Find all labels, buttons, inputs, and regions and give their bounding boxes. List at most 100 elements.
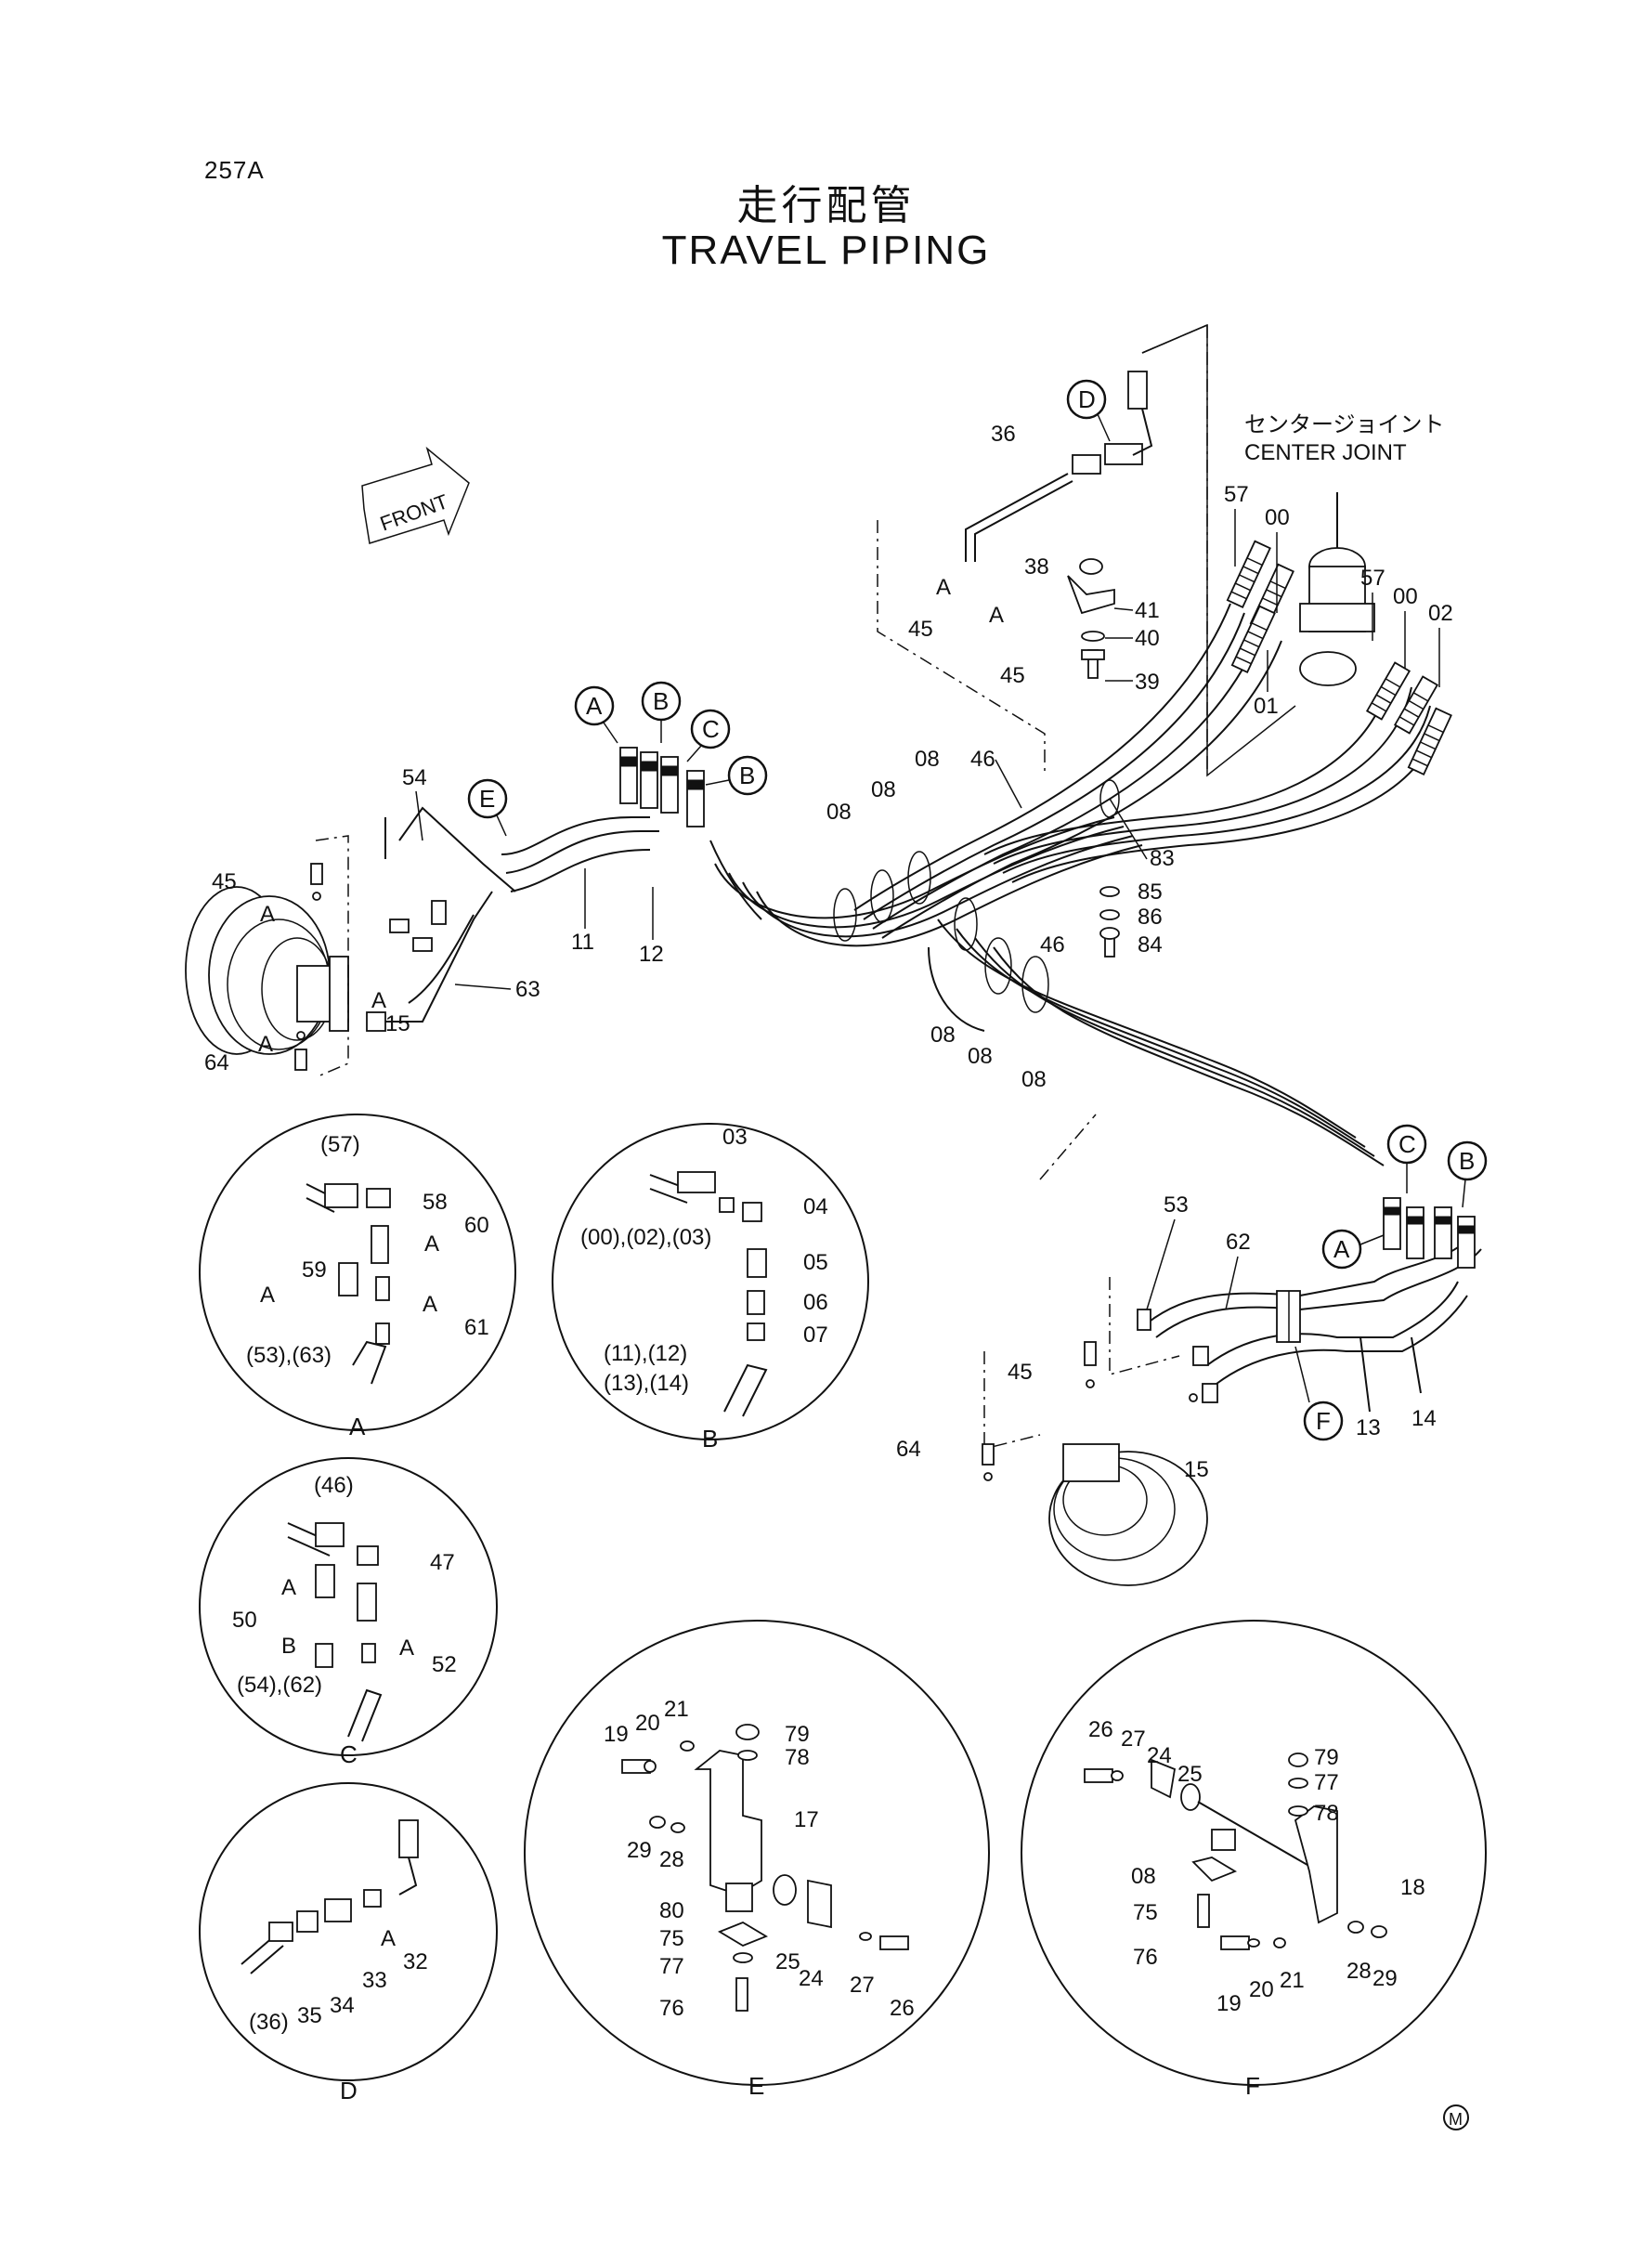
svg-text:C: C bbox=[1398, 1130, 1416, 1158]
svg-text:F: F bbox=[1316, 1407, 1331, 1435]
svg-text:A: A bbox=[1333, 1235, 1350, 1263]
svg-text:(53),(63): (53),(63) bbox=[246, 1343, 332, 1368]
svg-text:78: 78 bbox=[1314, 1801, 1339, 1826]
detail-circle-D: D (36) 35 34 33 32 A bbox=[199, 1782, 498, 2104]
page-number: 257A bbox=[204, 156, 265, 184]
hose-clamp-bands bbox=[833, 779, 1120, 1013]
svg-text:E: E bbox=[479, 785, 495, 813]
svg-text:50: 50 bbox=[232, 1608, 257, 1633]
svg-text:14: 14 bbox=[1411, 1406, 1437, 1431]
svg-text:45: 45 bbox=[908, 617, 933, 642]
svg-text:38: 38 bbox=[1024, 554, 1049, 580]
center-joint-body bbox=[1299, 492, 1375, 686]
svg-text:21: 21 bbox=[1280, 1968, 1305, 1993]
svg-text:08: 08 bbox=[930, 1023, 956, 1048]
svg-text:19: 19 bbox=[604, 1722, 629, 1747]
left-travel-motor bbox=[185, 886, 349, 1055]
center-joint-hose-ends bbox=[1226, 540, 1452, 775]
svg-text:35: 35 bbox=[297, 2003, 322, 2028]
callout-B-lower: B bbox=[1447, 1140, 1488, 1208]
svg-text:24: 24 bbox=[1147, 1743, 1172, 1768]
right-travel-motor bbox=[1048, 1443, 1208, 1586]
right-motor-fittings bbox=[982, 1309, 1218, 1481]
svg-text:08: 08 bbox=[1131, 1864, 1156, 1889]
svg-text:04: 04 bbox=[803, 1194, 828, 1219]
svg-text:28: 28 bbox=[659, 1847, 684, 1872]
svg-text:A: A bbox=[371, 988, 386, 1013]
svg-text:80: 80 bbox=[659, 1898, 684, 1923]
svg-text:53: 53 bbox=[1164, 1192, 1189, 1218]
svg-text:34: 34 bbox=[330, 1993, 355, 2018]
svg-text:26: 26 bbox=[1088, 1717, 1113, 1742]
svg-text:A: A bbox=[258, 1032, 273, 1057]
svg-text:D: D bbox=[1078, 385, 1096, 413]
svg-text:47: 47 bbox=[430, 1550, 455, 1575]
detail-circle-A: A (57) 58 60 A 59 A A 61 (53),(63) bbox=[199, 1114, 516, 1440]
svg-text:12: 12 bbox=[639, 942, 664, 967]
lower-hose-bundle bbox=[928, 919, 1385, 1166]
svg-text:45: 45 bbox=[1000, 663, 1025, 688]
callout-E: E bbox=[467, 778, 508, 837]
svg-text:05: 05 bbox=[803, 1250, 828, 1275]
svg-text:C: C bbox=[340, 1740, 358, 1768]
svg-text:86: 86 bbox=[1138, 905, 1163, 930]
svg-text:77: 77 bbox=[659, 1954, 684, 1979]
svg-text:13: 13 bbox=[1356, 1415, 1381, 1440]
svg-text:D: D bbox=[340, 2077, 358, 2104]
svg-text:15: 15 bbox=[1184, 1457, 1209, 1482]
svg-text:58: 58 bbox=[423, 1190, 448, 1215]
callout-F: F bbox=[1294, 1346, 1344, 1441]
svg-text:M: M bbox=[1449, 2110, 1463, 2129]
upper-hose-bundle bbox=[853, 603, 1436, 939]
svg-text:(13),(14): (13),(14) bbox=[604, 1371, 689, 1396]
svg-text:C: C bbox=[702, 715, 720, 743]
center-joint-jp-label: センタージョイント bbox=[1244, 412, 1445, 437]
svg-text:08: 08 bbox=[871, 777, 896, 802]
callout-C-lower: C bbox=[1386, 1124, 1427, 1193]
svg-text:07: 07 bbox=[803, 1322, 828, 1348]
pipe-36-assembly bbox=[965, 324, 1208, 562]
svg-text:76: 76 bbox=[1133, 1945, 1158, 1970]
svg-text:27: 27 bbox=[850, 1973, 875, 1998]
svg-text:76: 76 bbox=[659, 1996, 684, 2021]
callout-A-lower: A bbox=[1321, 1229, 1385, 1270]
callout-B-upper-2: B bbox=[705, 755, 768, 796]
clamp-38-41 bbox=[1067, 558, 1115, 679]
svg-text:B: B bbox=[739, 762, 755, 789]
svg-text:83: 83 bbox=[1150, 846, 1175, 871]
callout-B-upper: B bbox=[641, 681, 682, 743]
detail-circle-C: C (46) 47 A 50 A B 52 (54),(62) bbox=[199, 1457, 498, 1768]
svg-text:(00),(02),(03): (00),(02),(03) bbox=[580, 1225, 711, 1250]
svg-text:63: 63 bbox=[515, 977, 540, 1002]
svg-text:25: 25 bbox=[775, 1949, 800, 1974]
right-motor-pipes bbox=[1146, 1234, 1482, 1413]
svg-text:01: 01 bbox=[1254, 694, 1279, 719]
svg-text:59: 59 bbox=[302, 1257, 327, 1283]
svg-text:40: 40 bbox=[1135, 626, 1160, 651]
svg-text:08: 08 bbox=[968, 1044, 993, 1069]
svg-text:79: 79 bbox=[785, 1722, 810, 1747]
callout-C-upper: C bbox=[686, 709, 731, 762]
title-japanese: 走行配管 bbox=[736, 182, 916, 229]
title-english: TRAVEL PIPING bbox=[661, 228, 991, 273]
svg-text:06: 06 bbox=[803, 1290, 828, 1315]
svg-text:08: 08 bbox=[826, 800, 852, 825]
dashed-leaders bbox=[315, 325, 1208, 1450]
svg-text:41: 41 bbox=[1135, 598, 1160, 623]
detail-circle-B: B 03 04 (00),(02),(03) 05 06 07 (11),(12… bbox=[552, 1123, 869, 1453]
svg-text:A: A bbox=[260, 1283, 275, 1308]
svg-text:20: 20 bbox=[1249, 1977, 1274, 2002]
svg-text:85: 85 bbox=[1138, 879, 1163, 905]
svg-text:78: 78 bbox=[785, 1745, 810, 1770]
left-hose-bundle bbox=[714, 816, 1143, 947]
svg-text:77: 77 bbox=[1314, 1770, 1339, 1795]
svg-text:03: 03 bbox=[722, 1125, 748, 1150]
svg-text:75: 75 bbox=[659, 1926, 684, 1951]
svg-text:52: 52 bbox=[432, 1652, 457, 1677]
maker-mark-icon: M bbox=[1443, 2104, 1469, 2130]
svg-text:B: B bbox=[281, 1634, 296, 1659]
svg-text:B: B bbox=[1459, 1147, 1475, 1175]
detail-circle-E: E 19 20 21 79 78 17 29 28 80 25 24 27 75… bbox=[524, 1620, 990, 2100]
svg-text:A: A bbox=[281, 1575, 296, 1600]
